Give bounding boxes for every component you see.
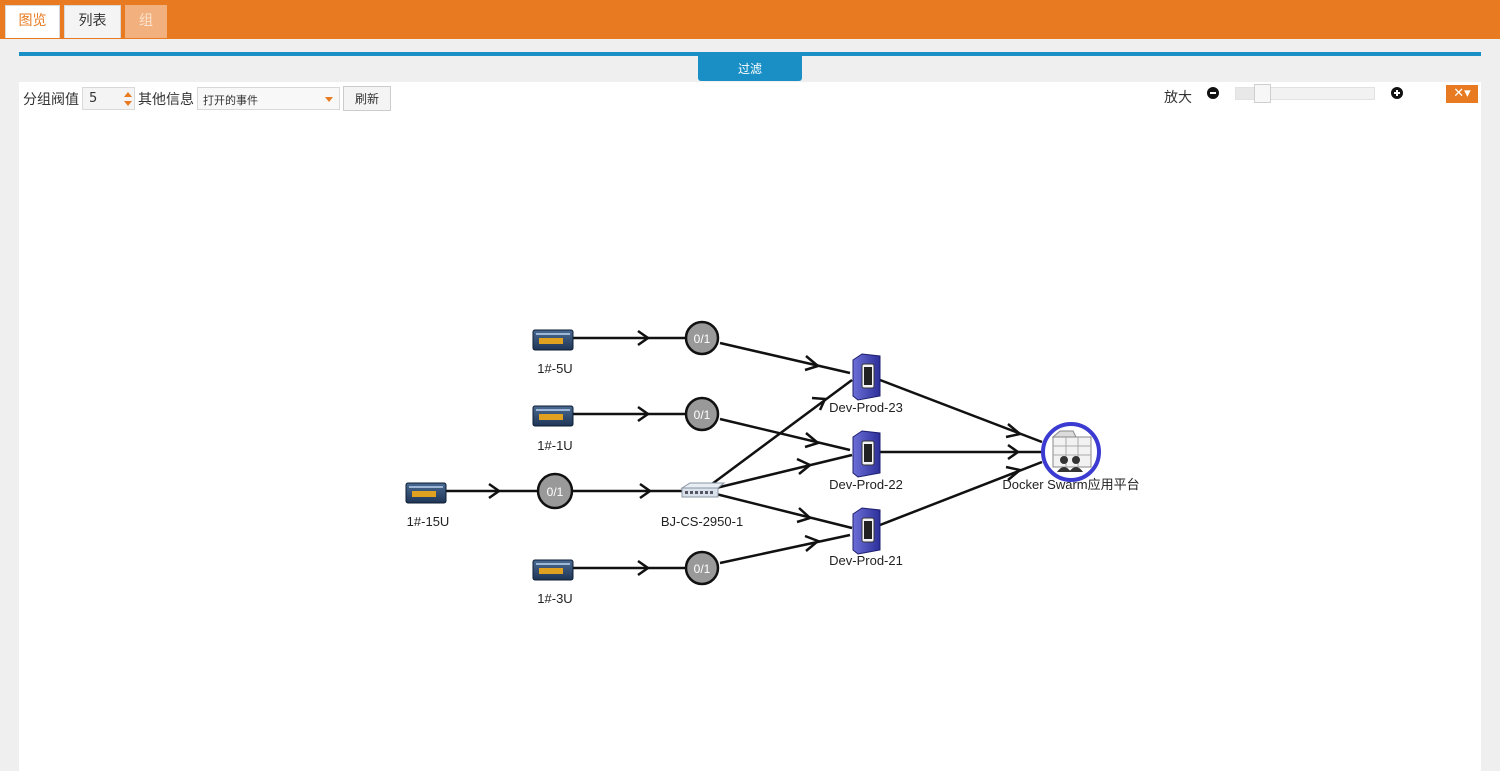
rack-device-icon [532, 559, 574, 581]
arrow-head [488, 482, 502, 500]
edge-group-server23 [719, 341, 851, 375]
edge-group-server21 [719, 533, 851, 565]
node-label: 1#-5U [537, 361, 572, 376]
arrow-head [637, 559, 651, 577]
other-info-select[interactable]: 打开的事件 [197, 87, 340, 110]
node-label: Dev-Prod-21 [829, 553, 903, 568]
edge-switch-server23 [711, 378, 853, 486]
tools-menu-button[interactable]: ✕▾ [1446, 85, 1478, 103]
arrow-head [804, 355, 821, 372]
node-group-c[interactable]: 0/1 [536, 472, 574, 510]
arrow-head [804, 432, 821, 449]
server-icon [852, 353, 881, 401]
node-label: BJ-CS-2950-1 [661, 514, 743, 529]
node-server-22[interactable]: Dev-Prod-22 [829, 430, 903, 492]
zoom-label: 放大 [1164, 90, 1192, 106]
arrow-head [1005, 465, 1023, 481]
rack-device-icon [532, 329, 574, 351]
group-count: 0/1 [694, 408, 711, 422]
arrow-head [637, 329, 651, 347]
zoom-slider-fill [1236, 88, 1263, 99]
group-circle-icon [684, 320, 720, 356]
group-circle-icon [684, 396, 720, 432]
zoom-in-icon[interactable] [1391, 87, 1403, 99]
tab-group[interactable]: 组 [125, 5, 167, 38]
node-rack-15u[interactable]: 1#-15U [405, 482, 450, 529]
node-label: 1#-15U [407, 514, 450, 529]
node-rack-5u[interactable]: 1#-5U [532, 329, 574, 376]
edge-switch-server21 [715, 492, 853, 530]
tab-overview[interactable]: 图览 [5, 5, 60, 38]
group-threshold-spinner[interactable]: 5 [82, 87, 135, 110]
node-group-a[interactable]: 0/1 [684, 320, 720, 356]
group-circle-icon [536, 472, 574, 510]
server-icon [852, 507, 881, 555]
top-tab-bar: 图览 列表 组 [0, 0, 1500, 39]
app-platform-icon [1041, 422, 1101, 482]
zoom-slider-handle[interactable] [1254, 84, 1271, 103]
node-label: 1#-3U [537, 591, 572, 606]
node-app-platform[interactable]: Docker Swarm应用平台 [1002, 422, 1140, 492]
filter-button[interactable]: 过滤 [698, 56, 802, 81]
zoom-slider[interactable] [1235, 84, 1375, 103]
node-switch[interactable]: BJ-CS-2950-1 [661, 482, 743, 529]
node-server-21[interactable]: Dev-Prod-21 [829, 507, 903, 568]
node-rack-3u[interactable]: 1#-3U [532, 559, 574, 606]
other-info-selected: 打开的事件 [203, 94, 258, 107]
spinner-down-icon[interactable] [124, 101, 132, 106]
arrow-head [1005, 423, 1023, 439]
edge-server23-app [879, 378, 1043, 444]
edge-switch-server22 [715, 453, 853, 490]
filter-divider [19, 52, 1481, 56]
arrow-head [796, 507, 813, 524]
arrow-head [804, 534, 821, 552]
rack-device-icon [532, 405, 574, 427]
arrow-head [637, 405, 651, 423]
group-circle-icon [684, 550, 720, 586]
node-group-b[interactable]: 0/1 [684, 396, 720, 432]
node-label: Dev-Prod-23 [829, 400, 903, 415]
node-group-d[interactable]: 0/1 [684, 550, 720, 586]
group-count: 0/1 [694, 562, 711, 576]
node-server-23[interactable]: Dev-Prod-23 [829, 353, 903, 415]
spinner-up-icon[interactable] [124, 92, 132, 97]
arrow-head [639, 482, 653, 500]
server-icon [852, 430, 881, 478]
arrow-head [1007, 443, 1021, 461]
switch-icon [680, 482, 726, 498]
refresh-button[interactable]: 刷新 [343, 86, 391, 111]
zoom-out-icon[interactable] [1207, 87, 1219, 99]
node-label: 1#-1U [537, 438, 572, 453]
arrow-head [811, 396, 827, 411]
edge-server21-app [879, 460, 1043, 527]
node-rack-1u[interactable]: 1#-1U [532, 405, 574, 453]
node-label: Dev-Prod-22 [829, 477, 903, 492]
arrow-head [796, 457, 813, 475]
group-threshold-value: 5 [89, 91, 98, 106]
other-info-label: 其他信息 [138, 92, 194, 108]
group-count: 0/1 [547, 485, 564, 499]
group-threshold-label: 分组阀值 [23, 92, 79, 108]
rack-device-icon [405, 482, 447, 504]
topology-edges [446, 329, 1043, 577]
edge-group-server22 [719, 417, 851, 452]
node-label: Docker Swarm应用平台 [1002, 477, 1139, 492]
chevron-down-icon [325, 97, 333, 102]
tab-list[interactable]: 列表 [64, 5, 121, 38]
group-count: 0/1 [694, 332, 711, 346]
